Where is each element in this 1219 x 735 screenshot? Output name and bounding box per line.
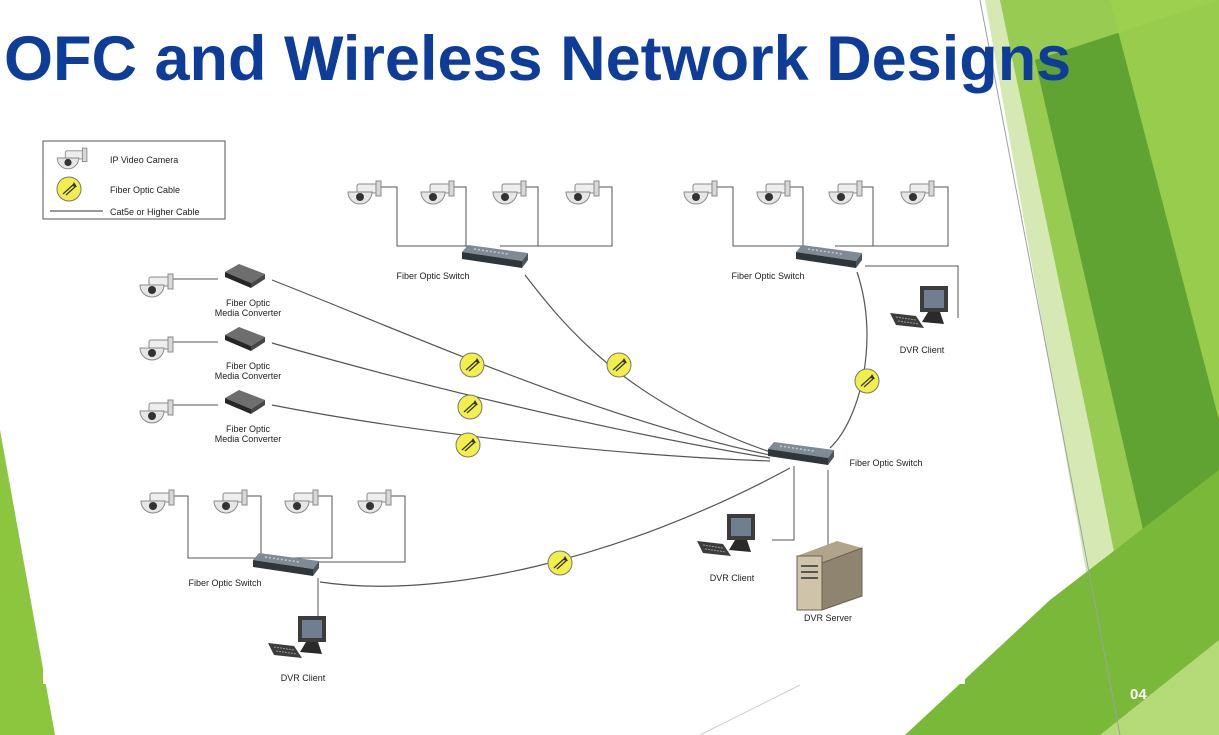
camera-icon <box>492 180 527 205</box>
decorative-line <box>979 0 1121 735</box>
dvr-client-label-bottom: DVR Client <box>281 673 326 683</box>
fiber-marker <box>455 432 481 458</box>
camera-icon <box>683 180 718 205</box>
dvr-client-icon <box>267 615 327 659</box>
converter-label-line2: Media Converter <box>215 434 282 444</box>
switch-label-top-right: Fiber Optic Switch <box>731 271 804 281</box>
dvr-client-label-top-right: DVR Client <box>900 345 945 355</box>
converter-label-line2: Media Converter <box>215 371 282 381</box>
camera-group-top-left <box>347 180 600 205</box>
camera-icon <box>140 489 175 514</box>
left-green-shape <box>0 430 55 735</box>
dvr-server-icon <box>796 541 863 611</box>
media-converter-icon <box>225 264 265 288</box>
fiber-marker <box>547 550 573 576</box>
camera-icon <box>900 180 935 205</box>
dvr-server-label: DVR Server <box>804 613 852 623</box>
fiber-marker <box>459 352 485 378</box>
converter-label-line1: Fiber Optic <box>226 298 271 308</box>
fiber-switch-icon <box>795 244 863 269</box>
converter-label-line1: Fiber Optic <box>226 424 271 434</box>
camera-icon <box>756 180 791 205</box>
camera-icon <box>357 489 392 514</box>
switch-label-top-left: Fiber Optic Switch <box>396 271 469 281</box>
legend-fiber-icon <box>56 176 82 202</box>
camera-group-bottom-left <box>140 489 392 514</box>
converter-label-line2: Media Converter <box>215 308 282 318</box>
bottom-right-light-shape <box>1100 640 1219 735</box>
camera-group-top-right <box>683 180 935 205</box>
media-converter-icon <box>225 327 265 351</box>
bottom-right-green-shape <box>905 470 1219 735</box>
camera-icon <box>420 180 455 205</box>
legend-cat5-label: Cat5e or Higher Cable <box>110 207 200 217</box>
legend-fiber-label: Fiber Optic Cable <box>110 185 180 195</box>
fiber-cables <box>271 271 868 587</box>
right-bright-green-shape <box>1110 0 1219 420</box>
camera-icon <box>828 180 863 205</box>
camera-icon <box>139 273 174 298</box>
fiber-marker <box>606 352 632 378</box>
fiber-marker <box>854 368 880 394</box>
camera-icon <box>565 180 600 205</box>
camera-icon <box>347 180 382 205</box>
page-title: OFC and Wireless Network Designs <box>4 24 1072 94</box>
dvr-client-icon <box>889 285 949 329</box>
legend-camera-label: IP Video Camera <box>110 155 178 165</box>
camera-icon <box>284 489 319 514</box>
dvr-client-icon <box>696 513 756 557</box>
media-converter-icon <box>225 390 265 414</box>
switch-label-central: Fiber Optic Switch <box>849 458 922 468</box>
dvr-client-label-center: DVR Client <box>710 573 755 583</box>
camera-icon <box>139 336 174 361</box>
page-number: 04 <box>1130 686 1147 703</box>
legend: IP Video Camera Fiber Optic Cable Cat5e … <box>42 140 226 220</box>
fiber-switch-icon <box>767 441 835 466</box>
camera-icon <box>213 489 248 514</box>
fiber-switch-icon <box>252 552 320 577</box>
decorative-line <box>699 684 801 735</box>
camera-icon <box>139 399 174 424</box>
fiber-switch-icon <box>461 244 529 269</box>
converter-label-line1: Fiber Optic <box>226 361 271 371</box>
fiber-marker <box>457 394 483 420</box>
switch-label-bottom-left: Fiber Optic Switch <box>188 578 261 588</box>
